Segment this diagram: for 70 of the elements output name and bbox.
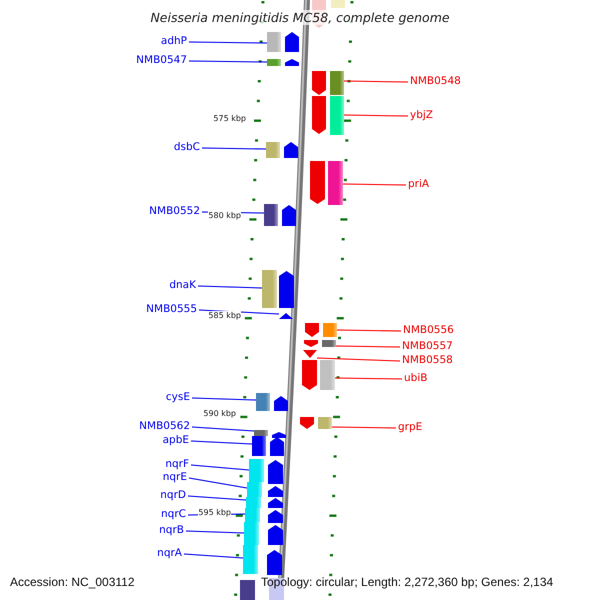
footer-text: Topology: circular; Length: 2,272,360 bp; Genes: 2,134 xyxy=(261,575,554,590)
leader-line xyxy=(344,80,408,82)
leader-line xyxy=(342,184,406,186)
scale-label: 580 kbp xyxy=(208,211,241,221)
gene-label: nqrD xyxy=(160,488,186,502)
leader-line xyxy=(188,60,268,62)
cog-box xyxy=(256,393,270,411)
gene-label: NMB0552 xyxy=(149,204,200,218)
leader-line xyxy=(336,346,400,348)
cog-box xyxy=(318,417,332,429)
cog-box xyxy=(262,270,277,308)
cog-box xyxy=(267,32,281,52)
scale-label: 575 kbp xyxy=(213,114,246,124)
leader-line xyxy=(188,478,248,488)
leader-line xyxy=(334,378,402,380)
cog-box xyxy=(266,142,280,158)
gene-label: nqrF xyxy=(165,457,189,471)
leader-line xyxy=(332,426,396,428)
cog-box xyxy=(243,545,258,574)
cog-box xyxy=(254,430,268,436)
gene-label: cysE xyxy=(166,390,190,404)
footer-text: Accession: NC_003112 xyxy=(10,575,135,590)
gene-label: NMB0558 xyxy=(402,353,453,367)
gene-label: nqrA xyxy=(157,546,182,560)
gene-label: ybjZ xyxy=(410,108,433,122)
scale-label: 595 kbp xyxy=(198,508,231,518)
leader-line xyxy=(188,496,246,500)
cog-box xyxy=(330,96,344,135)
cog-box xyxy=(320,360,335,390)
leader-line xyxy=(190,464,250,470)
gene-label: NMB0556 xyxy=(403,323,454,337)
gene-label: dsbC xyxy=(174,140,200,154)
cog-box xyxy=(322,340,336,347)
gene-label: nqrC xyxy=(161,507,186,521)
gene-label: NMB0562 xyxy=(139,419,190,433)
gene-label: apbE xyxy=(162,433,189,447)
leader-line xyxy=(198,286,262,288)
gene-symbol xyxy=(303,350,317,358)
leader-line xyxy=(336,330,402,332)
gene-label: grpE xyxy=(398,420,422,434)
leader-line xyxy=(186,530,244,534)
leader-line xyxy=(316,358,400,362)
gene-label: dnaK xyxy=(169,278,196,292)
scale-label: 590 kbp xyxy=(203,409,236,419)
gene-symbol xyxy=(279,313,293,319)
leader-line xyxy=(184,554,244,558)
gene-label: NMB0547 xyxy=(136,53,187,67)
gene-label: priA xyxy=(408,177,430,191)
gene-label: NMB0548 xyxy=(410,74,461,88)
cog-box xyxy=(328,161,343,205)
gene-label: adhP xyxy=(160,34,187,48)
cog-box xyxy=(267,59,281,66)
leader-line xyxy=(192,398,256,400)
gene-label: NMB0555 xyxy=(146,302,197,316)
cog-box xyxy=(330,71,344,95)
leader-line xyxy=(202,148,266,150)
leader-line xyxy=(190,440,252,444)
scale-label: 585 kbp xyxy=(208,311,241,321)
leader-line xyxy=(344,114,408,116)
cog-box xyxy=(252,436,266,456)
gene-label: NMB0557 xyxy=(402,339,453,353)
leader-line xyxy=(188,42,268,44)
cog-box xyxy=(323,323,337,337)
cog-box xyxy=(249,459,264,482)
gene-label: ubiB xyxy=(404,371,428,385)
gene-label: nqrB xyxy=(159,523,184,537)
leader-line xyxy=(192,426,254,432)
cog-box xyxy=(264,204,278,226)
title: Neisseria meningitidis MC58, complete genome xyxy=(150,10,450,25)
gene-label: nqrE xyxy=(162,470,187,484)
